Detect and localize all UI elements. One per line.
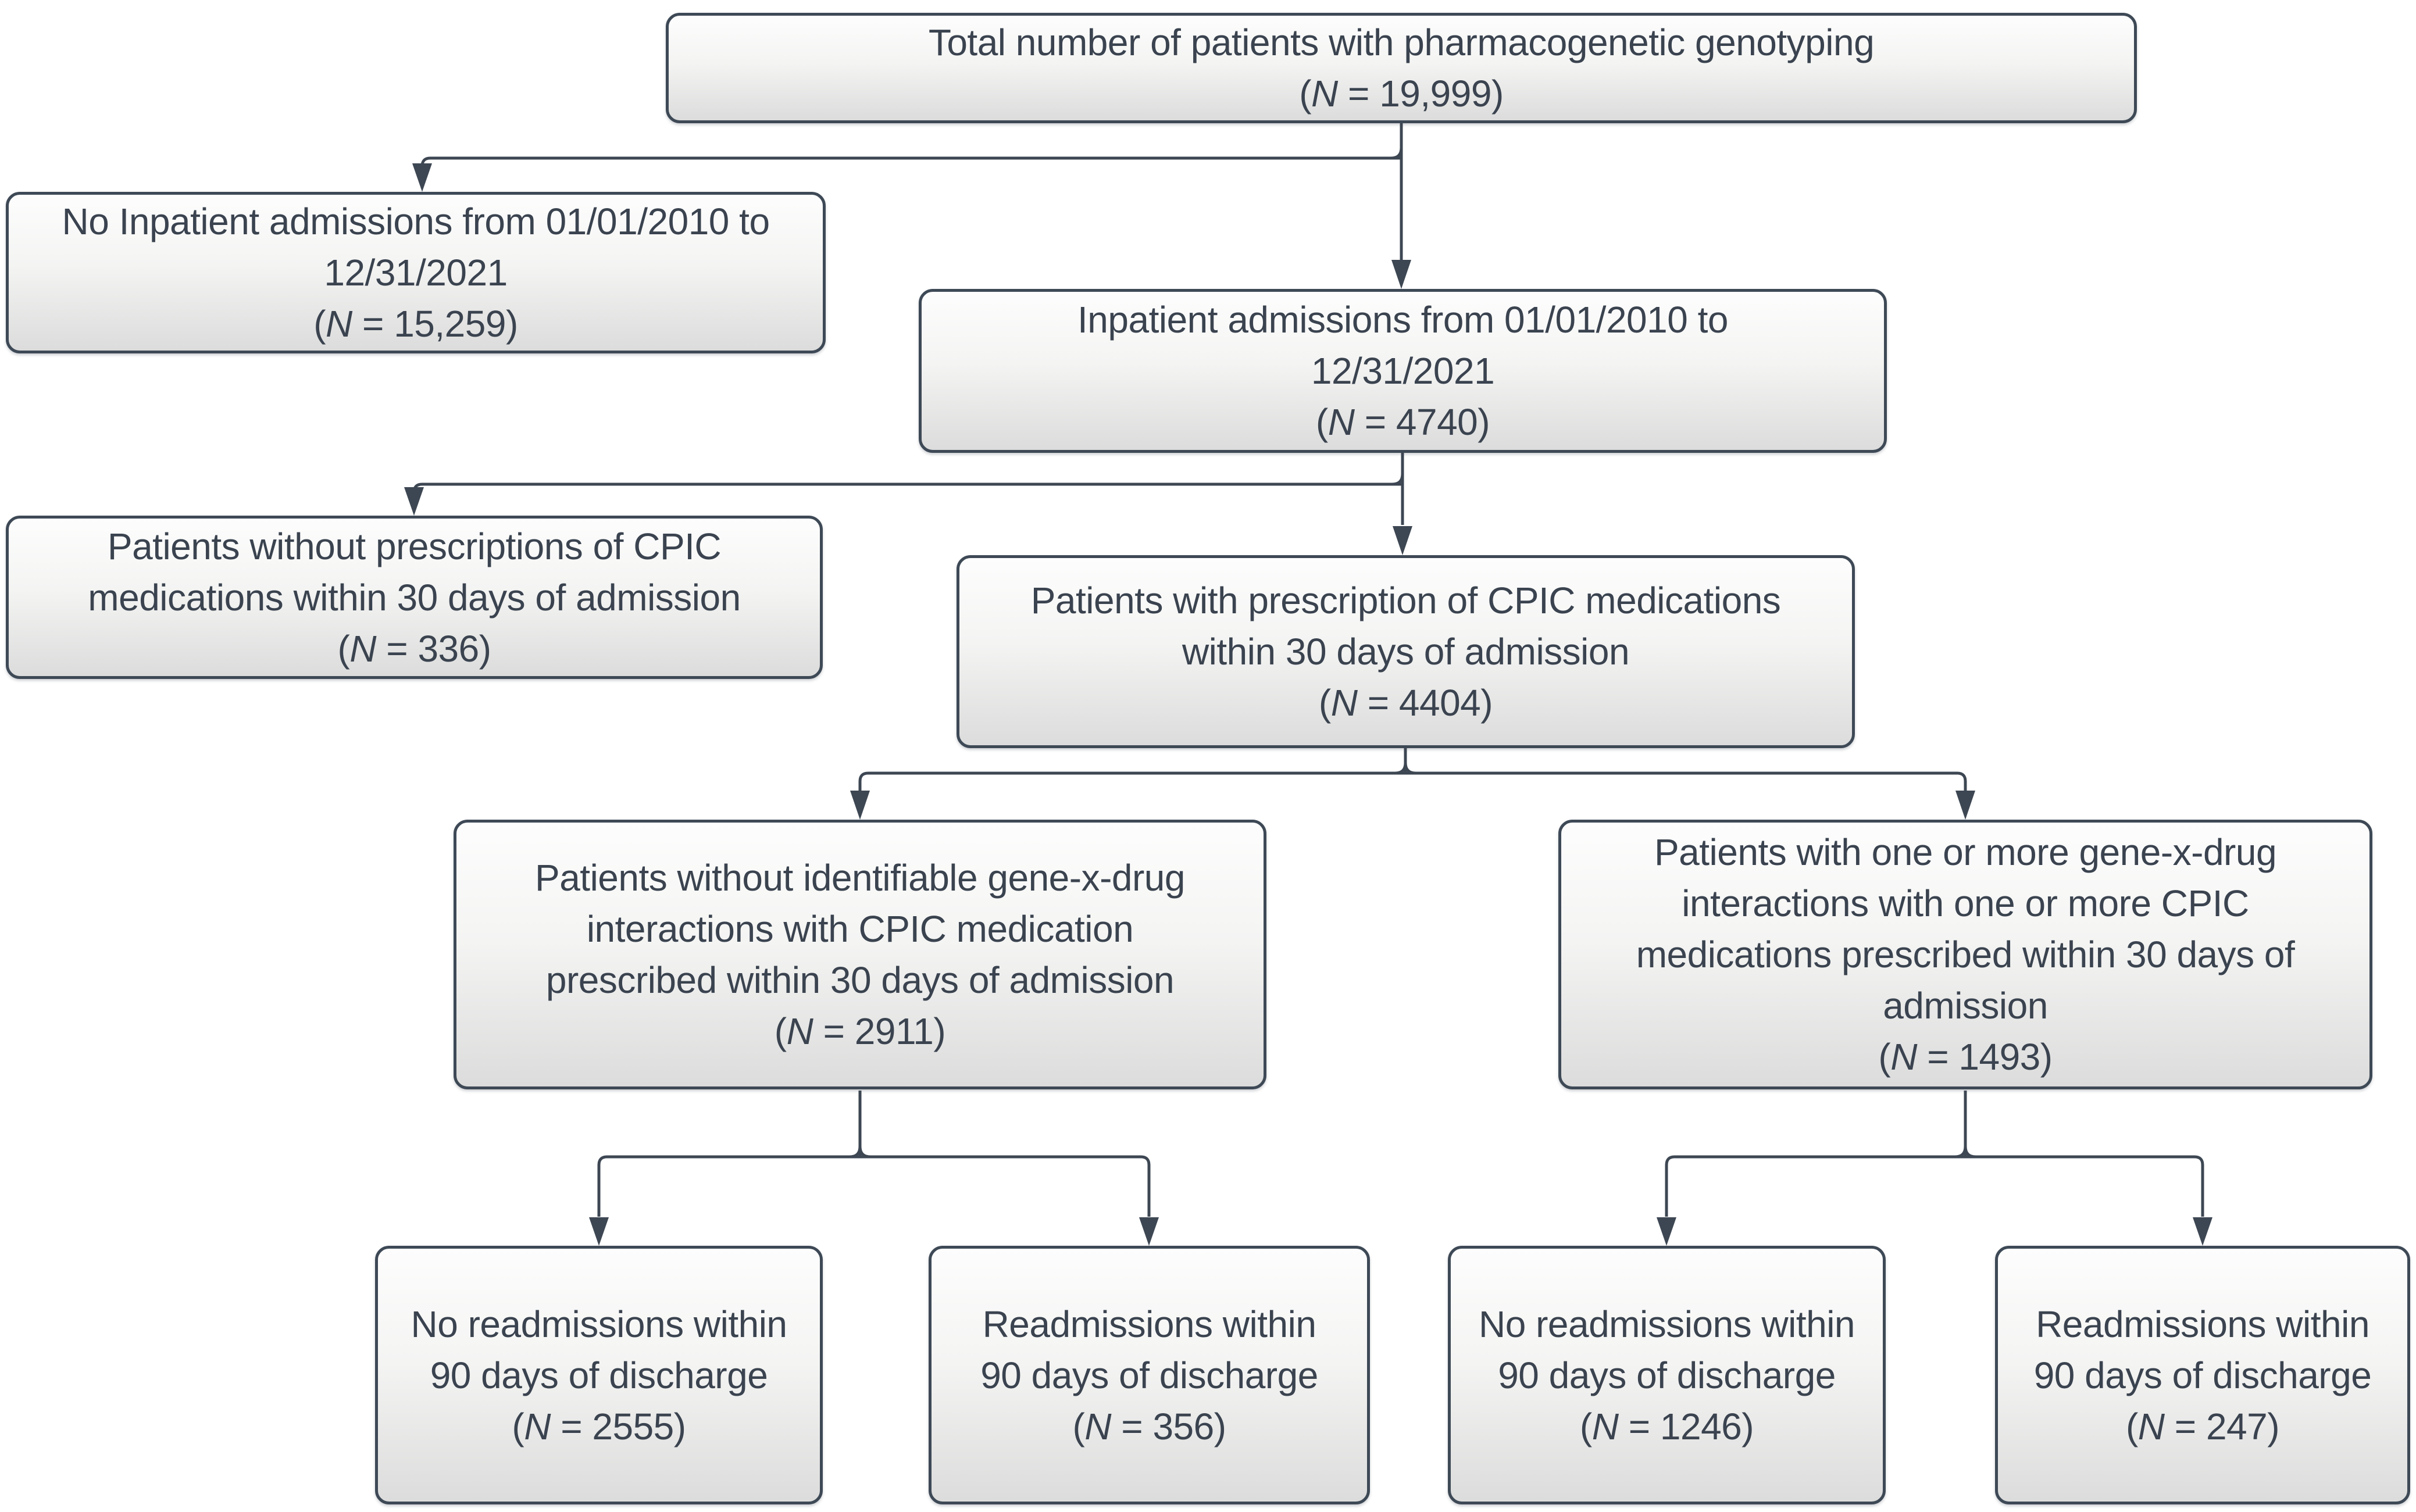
line-split-left: [597, 1155, 860, 1217]
box-text: No readmissions within 90 days of discha…: [1478, 1303, 1855, 1396]
connector-admissions-split: [404, 453, 1412, 555]
junction-flare-right: [1964, 1146, 1976, 1159]
box-text: Readmissions within 90 days of discharge: [2033, 1303, 2372, 1396]
box-text: Patients with prescription of CPIC medic…: [1030, 580, 1781, 673]
arrowhead-down: [589, 1217, 609, 1246]
arrowhead-down: [2193, 1217, 2212, 1246]
line-split-left: [1665, 1155, 1965, 1217]
arrowhead-down: [1139, 1217, 1159, 1246]
line-split-right: [1405, 771, 1967, 791]
connector-cpic-split: [850, 748, 1975, 820]
connector-left-outcomes-split: [589, 1091, 1159, 1246]
box-text: Patients without prescriptions of CPIC m…: [88, 525, 741, 619]
box-with-gene-drug-interactions: Patients with one or more gene-x-drug in…: [1558, 820, 2372, 1089]
box-with-cpic-prescriptions: Patients with prescription of CPIC medic…: [957, 555, 1855, 748]
junction-fillet: [1390, 147, 1403, 160]
box-inpatient-admissions: Inpatient admissions from 01/01/2010 to …: [919, 289, 1887, 453]
box-n-count: (N = 247): [2125, 1405, 2280, 1447]
arrowhead-down: [412, 163, 432, 192]
box-n-count: (N = 4740): [1315, 401, 1490, 443]
box-readmissions-no-interaction: Readmissions within 90 days of discharge…: [929, 1246, 1370, 1504]
line-root-branch-left: [420, 156, 1401, 167]
box-n-count: (N = 356): [1072, 1405, 1226, 1447]
box-n-count: (N = 2911): [774, 1010, 946, 1052]
box-text: Total number of patients with pharmacoge…: [928, 22, 1875, 63]
arrowhead-down: [1955, 791, 1975, 820]
box-n-count: (N = 4404): [1318, 682, 1493, 724]
box-n-count: (N = 2555): [512, 1405, 686, 1447]
junction-flare-right: [1404, 762, 1416, 775]
box-text: Readmissions within 90 days of discharge: [980, 1303, 1318, 1396]
box-text: Inpatient admissions from 01/01/2010 to …: [1077, 299, 1728, 392]
junction-flare-left: [1954, 1146, 1967, 1159]
junction-flare-left: [849, 1146, 862, 1159]
box-no-readmissions-interaction: No readmissions within 90 days of discha…: [1448, 1246, 1886, 1504]
line-admissions-branch-left: [412, 482, 1403, 493]
box-n-count: (N = 336): [337, 627, 491, 670]
box-text: No Inpatient admissions from 01/01/2010 …: [62, 201, 770, 294]
box-n-count: (N = 1493): [1878, 1036, 2053, 1078]
connector-right-outcomes-split: [1657, 1091, 2212, 1246]
box-text: No readmissions within 90 days of discha…: [411, 1303, 787, 1396]
box-no-readmissions-no-interaction: No readmissions within 90 days of discha…: [375, 1246, 823, 1504]
arrowhead-down: [850, 791, 870, 820]
box-text: Patients without identifiable gene-x-dru…: [535, 857, 1185, 1001]
junction-fillet: [1391, 473, 1404, 486]
box-without-gene-drug-interactions: Patients without identifiable gene-x-dru…: [454, 820, 1266, 1089]
arrowhead-down: [1657, 1217, 1676, 1246]
box-n-count: (N = 15,259): [313, 303, 518, 345]
junction-flare-left: [1394, 762, 1407, 775]
box-n-count: (N = 19,999): [1299, 73, 1504, 115]
line-split-left: [858, 771, 1405, 791]
box-n-count: (N = 1246): [1579, 1405, 1754, 1447]
box-total-genotyping: Total number of patients with pharmacoge…: [666, 13, 2137, 123]
line-split-right: [860, 1155, 1151, 1217]
box-text: Patients with one or more gene-x-drug in…: [1636, 831, 2295, 1027]
connector-root-split: [412, 123, 1411, 289]
line-split-right: [1965, 1155, 2204, 1217]
junction-flare-right: [858, 1146, 871, 1159]
arrowhead-down: [404, 487, 424, 516]
arrowhead-down: [1393, 526, 1412, 555]
box-no-inpatient-admissions: No Inpatient admissions from 01/01/2010 …: [6, 192, 826, 353]
box-readmissions-interaction: Readmissions within 90 days of discharge…: [1995, 1246, 2410, 1504]
box-without-cpic-prescriptions: Patients without prescriptions of CPIC m…: [6, 516, 823, 679]
arrowhead-down: [1391, 260, 1411, 289]
